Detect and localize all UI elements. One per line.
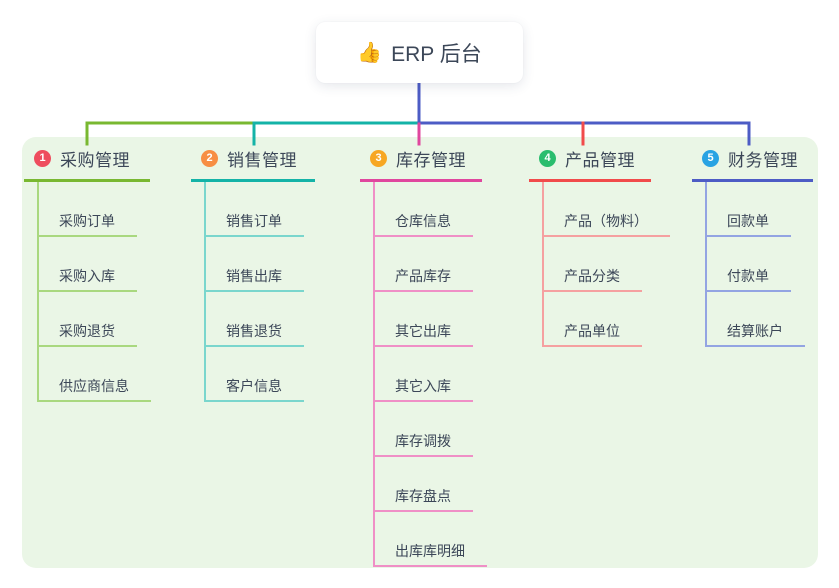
- child-node[interactable]: 回款单: [707, 182, 791, 237]
- child-node[interactable]: 库存调拨: [375, 402, 473, 457]
- child-node[interactable]: 其它入库: [375, 347, 473, 402]
- branch-product: 4 产品管理 产品（物料） 产品分类 产品单位: [529, 146, 670, 347]
- child-node[interactable]: 销售退货: [206, 292, 304, 347]
- branch-title: 财务管理: [728, 151, 798, 170]
- child-node[interactable]: 产品（物料）: [544, 182, 670, 237]
- root-title: ERP 后台: [391, 42, 482, 66]
- badge-3-icon: 3: [370, 150, 387, 167]
- child-node[interactable]: 销售订单: [206, 182, 304, 237]
- branch-header-purchase[interactable]: 1 采购管理: [24, 146, 150, 182]
- branch-children: 回款单 付款单 结算账户: [705, 182, 813, 347]
- child-node[interactable]: 其它出库: [375, 292, 473, 347]
- branch-title: 库存管理: [396, 151, 466, 170]
- branch-title: 销售管理: [227, 151, 297, 170]
- branch-children: 仓库信息 产品库存 其它出库 其它入库 库存调拨 库存盘点 出库库明细: [373, 182, 487, 567]
- branch-header-product[interactable]: 4 产品管理: [529, 146, 651, 182]
- child-node[interactable]: 供应商信息: [39, 347, 151, 402]
- child-node[interactable]: 采购入库: [39, 237, 137, 292]
- branch-header-sales[interactable]: 2 销售管理: [191, 146, 315, 182]
- badge-2-icon: 2: [201, 150, 218, 167]
- badge-5-icon: 5: [702, 150, 719, 167]
- branch-children: 销售订单 销售出库 销售退货 客户信息: [204, 182, 315, 402]
- child-node[interactable]: 出库库明细: [375, 512, 487, 567]
- thumbs-up-icon: 👍: [357, 42, 383, 64]
- branch-children: 采购订单 采购入库 采购退货 供应商信息: [37, 182, 151, 402]
- child-node[interactable]: 采购订单: [39, 182, 137, 237]
- child-node[interactable]: 库存盘点: [375, 457, 473, 512]
- child-node[interactable]: 客户信息: [206, 347, 304, 402]
- child-node[interactable]: 产品单位: [544, 292, 642, 347]
- child-node[interactable]: 付款单: [707, 237, 791, 292]
- branch-header-inventory[interactable]: 3 库存管理: [360, 146, 482, 182]
- branch-header-finance[interactable]: 5 财务管理: [692, 146, 813, 182]
- branch-sales: 2 销售管理 销售订单 销售出库 销售退货 客户信息: [191, 146, 315, 402]
- badge-4-icon: 4: [539, 150, 556, 167]
- child-node[interactable]: 采购退货: [39, 292, 137, 347]
- badge-1-icon: 1: [34, 150, 51, 167]
- branch-inventory: 3 库存管理 仓库信息 产品库存 其它出库 其它入库 库存调拨 库存盘点 出库库…: [360, 146, 487, 567]
- child-node[interactable]: 结算账户: [707, 292, 805, 347]
- child-node[interactable]: 产品库存: [375, 237, 473, 292]
- root-node[interactable]: 👍 ERP 后台: [316, 22, 523, 83]
- branch-purchase: 1 采购管理 采购订单 采购入库 采购退货 供应商信息: [24, 146, 151, 402]
- branches-panel: [22, 137, 818, 568]
- child-node[interactable]: 销售出库: [206, 237, 304, 292]
- branch-finance: 5 财务管理 回款单 付款单 结算账户: [692, 146, 813, 347]
- branch-title: 产品管理: [565, 151, 635, 170]
- child-node[interactable]: 产品分类: [544, 237, 642, 292]
- branch-children: 产品（物料） 产品分类 产品单位: [542, 182, 670, 347]
- child-node[interactable]: 仓库信息: [375, 182, 473, 237]
- branch-title: 采购管理: [60, 151, 130, 170]
